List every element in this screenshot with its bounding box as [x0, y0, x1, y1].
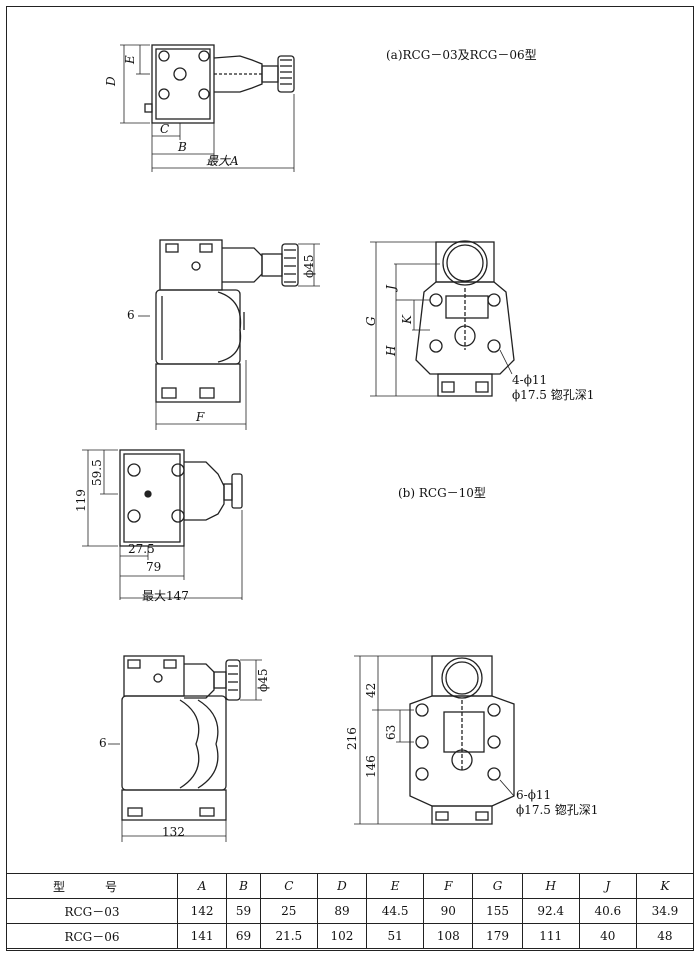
holes-b-line1: 6-ϕ11 [516, 788, 552, 802]
holes-a-line1: 4-ϕ11 [512, 373, 548, 387]
dim-E: E [123, 55, 137, 64]
table-header: 型 号 [6, 873, 178, 899]
table-cell: 142 [176, 898, 228, 924]
table-cell: 141 [176, 923, 228, 949]
dimension-table: 型 号 A B C D E F G H J K RCG－03 142 59 25… [6, 873, 695, 949]
table-cell: 102 [316, 923, 368, 949]
dim-132: 132 [162, 825, 185, 839]
view-b-side-drawing [354, 655, 515, 825]
table-header: C [259, 873, 318, 899]
dim-27-5: 27.5 [128, 542, 155, 556]
table-cell: 21.5 [259, 923, 318, 949]
table-header: H [521, 873, 580, 899]
caption-b: (b) RCG－10型 [398, 486, 486, 500]
dim-146: 146 [364, 755, 378, 778]
table-header-row: 型 号 A B C D E F G H J K [6, 873, 695, 899]
table-row: RCG－03 142 59 25 89 44.5 90 155 92.4 40.… [6, 898, 695, 924]
dim-42: 42 [364, 682, 378, 698]
dim-79: 79 [146, 560, 162, 574]
drawing-frame [6, 6, 694, 951]
dim-63: 63 [384, 724, 398, 740]
dim-B: B [178, 140, 187, 154]
table-cell: 44.5 [366, 898, 425, 924]
table-header: D [316, 873, 368, 899]
dim-phi45-a: ϕ45 [302, 254, 316, 278]
dim-6-a: 6 [127, 308, 135, 322]
table-cell: 25 [259, 898, 318, 924]
table-cell: RCG－06 [6, 923, 178, 949]
table-cell: 51 [366, 923, 425, 949]
view-b-top-drawing [82, 449, 243, 600]
view-b-front-drawing [108, 655, 262, 842]
table-cell: 111 [521, 923, 580, 949]
dim-max-147: 最大147 [142, 589, 189, 603]
dim-6-b: 6 [99, 736, 107, 750]
view-a-top-drawing [120, 44, 295, 172]
table-header: K [635, 873, 695, 899]
dim-phi45-b: ϕ45 [256, 668, 270, 692]
table-cell: 40 [578, 923, 637, 949]
dim-G: G [364, 316, 378, 326]
dim-F: F [196, 410, 205, 424]
table-cell: 155 [472, 898, 523, 924]
table-header: A [176, 873, 228, 899]
view-a-side-drawing [370, 240, 515, 397]
caption-a: (a)RCG－03及RCG－06型 [386, 48, 537, 62]
table-cell: 40.6 [578, 898, 637, 924]
dim-59-5: 59.5 [90, 459, 104, 486]
table-header: B [226, 873, 261, 899]
dim-max-A: 最大A [206, 154, 239, 168]
table-cell: 34.9 [635, 898, 695, 924]
table-cell: 59 [226, 898, 261, 924]
holes-a-line2: ϕ17.5 锪孔深1 [512, 388, 595, 402]
table-header: G [472, 873, 523, 899]
table-header: E [366, 873, 425, 899]
dim-119: 119 [74, 489, 88, 512]
holes-b-line2: ϕ17.5 锪孔深1 [516, 803, 599, 817]
table-cell: 108 [423, 923, 474, 949]
table-cell: RCG－03 [6, 898, 178, 924]
table-cell: 89 [316, 898, 368, 924]
table-cell: 69 [226, 923, 261, 949]
table-cell: 48 [635, 923, 695, 949]
table-header: J [578, 873, 637, 899]
table-row: RCG－06 141 69 21.5 102 51 108 179 111 40… [6, 923, 695, 949]
table-cell: 90 [423, 898, 474, 924]
dim-C: C [160, 122, 170, 136]
dim-D: D [104, 76, 118, 86]
view-a-front-drawing [138, 239, 320, 430]
dim-216: 216 [345, 727, 359, 750]
dim-J: J [384, 285, 398, 290]
table-cell: 92.4 [521, 898, 580, 924]
dim-H: H [384, 345, 398, 356]
table-header: F [423, 873, 474, 899]
table-cell: 179 [472, 923, 523, 949]
dim-K: K [400, 315, 414, 324]
